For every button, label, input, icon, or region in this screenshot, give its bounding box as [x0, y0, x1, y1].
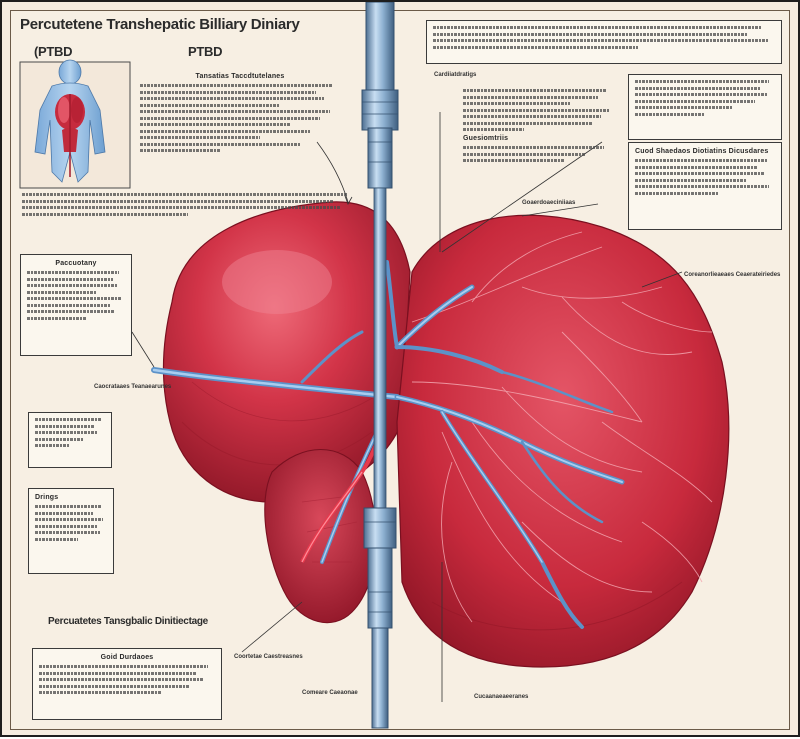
center-right-text-block: Guesiomtriis — [457, 84, 622, 194]
left-lower-info-box: Drings — [28, 488, 114, 574]
liver-left-lobe — [162, 201, 411, 503]
bottom-section-title: Percuatetes Tansgbalic Dinitiectage — [48, 616, 208, 627]
left-info-box-title: Paccuotany — [55, 260, 97, 267]
right-info-box: Cuod Shaedaos Diotiatins Dicusdares — [628, 142, 782, 230]
top-right-section-label: Cardiiatdratigs — [434, 72, 477, 78]
leader-lines — [131, 112, 683, 702]
right-callout-label: Coreanorlieaeaes Ceaerateiriedes — [684, 272, 781, 278]
biliary-ducts — [151, 260, 625, 629]
right-info-box-title: Cuod Shaedaos Diotiatins Dicusdares — [635, 148, 769, 155]
bottom-center-callout-label: Coortetae Caestreasnes — [234, 654, 303, 660]
bottom-right-callout-label: Cucaanaeaeeranes — [474, 694, 529, 700]
human-figure-thumbnail — [19, 59, 131, 189]
poster-title: Percutetene Transhepatic Billiary Diniar… — [20, 16, 300, 33]
left-info-box: Paccuotany — [20, 254, 132, 356]
center-note-title: Guesiomtriis — [463, 135, 509, 142]
top-right-text-box — [426, 20, 782, 64]
poster-subtitle-center: PTBD — [188, 44, 223, 59]
top-center-text-block: Tansatias Taccdtutelanes — [134, 68, 346, 188]
intro-text-band — [16, 188, 360, 228]
drainage-catheter — [361, 2, 399, 729]
bottom-left-info-box: Goid Durdaoes — [32, 648, 222, 720]
left-lower-box-title: Drings — [35, 494, 59, 501]
right-top-text-box — [628, 74, 782, 140]
left-callout-label: Caocrataaes Teanaearunes — [94, 384, 172, 390]
top-center-text-title: Tansatias Taccdtutelanes — [195, 73, 285, 80]
bottom-mid-callout-label: Comeare Caeaonae — [302, 690, 358, 696]
left-mid-text-box — [28, 412, 112, 468]
poster-subtitle-left: (PTBD — [34, 44, 73, 59]
bottom-left-box-title: Goid Durdaoes — [100, 654, 154, 661]
right-mid-note: Goaerdoaeciniiaas — [522, 200, 576, 206]
